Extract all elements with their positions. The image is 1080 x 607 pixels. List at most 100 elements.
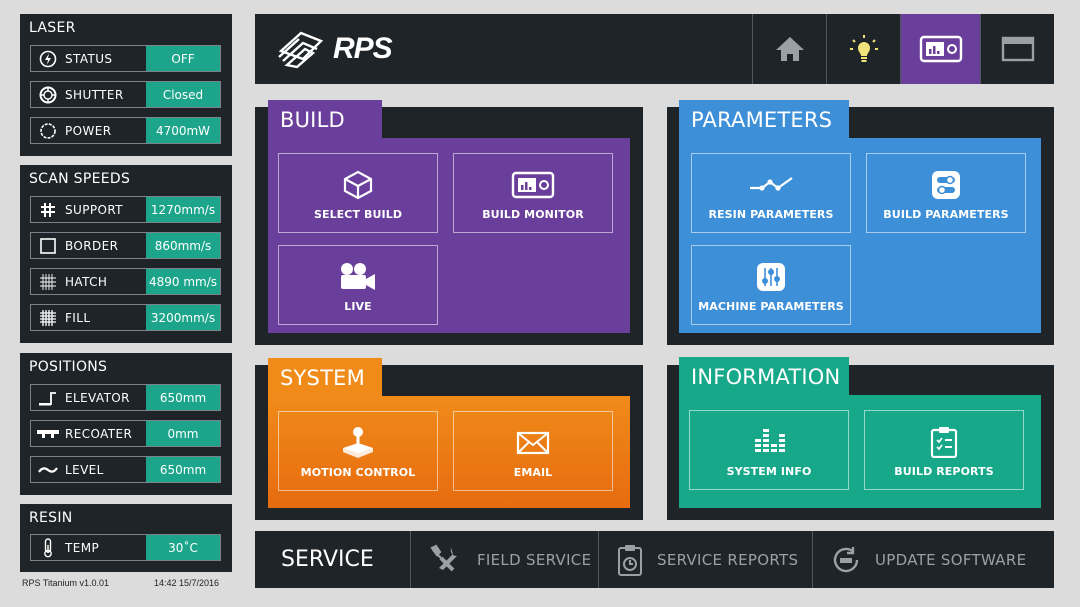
equalizer-icon	[753, 427, 785, 457]
live-tile[interactable]: LIVE	[278, 245, 438, 325]
build-monitor-icon	[919, 35, 962, 63]
sliders-icon	[755, 262, 787, 292]
information-card: INFORMATION SYSTEM INFO BUILD REPORTS	[667, 357, 1054, 520]
scan-speeds-panel: SCAN SPEEDS SUPPORT 1270mm/s BORDER 860m…	[20, 165, 232, 343]
information-card-title: INFORMATION	[679, 357, 849, 397]
update-software-button[interactable]: UPDATE SOFTWARE	[812, 531, 1054, 588]
laser-shutter-value: Closed	[146, 82, 220, 107]
field-service-label: FIELD SERVICE	[477, 550, 592, 569]
select-build-tile[interactable]: SELECT BUILD	[278, 153, 438, 233]
window-button[interactable]	[980, 14, 1054, 84]
build-card-body	[268, 138, 630, 333]
build-card: BUILD SELECT BUILD BUILD MONITOR LIVE	[255, 100, 643, 345]
clipboard-timer-icon	[617, 544, 643, 576]
joystick-icon	[340, 427, 376, 458]
clipboard-checklist-icon	[930, 427, 958, 458]
video-camera-icon	[338, 262, 378, 292]
laser-shutter-label: SHUTTER	[65, 87, 124, 102]
position-recoater-row[interactable]: RECOATER 0mm	[30, 420, 221, 447]
resin-parameters-label: RESIN PARAMETERS	[708, 208, 834, 221]
parameters-card: PARAMETERS RESIN PARAMETERS BUILD PARAME…	[667, 100, 1054, 345]
rps-logo: RPS	[277, 24, 393, 74]
laser-power-label: POWER	[65, 123, 112, 138]
position-elevator-label: ELEVATOR	[65, 390, 130, 405]
light-button[interactable]	[826, 14, 900, 84]
laser-shutter-row[interactable]: SHUTTER Closed	[30, 81, 221, 108]
resin-parameters-tile[interactable]: RESIN PARAMETERS	[691, 153, 851, 233]
scan-fill-label: FILL	[65, 310, 91, 325]
system-card: SYSTEM MOTION CONTROL EMAIL	[255, 358, 643, 520]
version-text: RPS Titanium v1.0.01	[22, 578, 110, 588]
top-bar: RPS	[255, 14, 1054, 84]
scan-hatch-value: 4890 mm/s	[146, 269, 220, 294]
datetime-text: 14:42 15/7/2016	[154, 578, 220, 588]
scan-support-label: SUPPORT	[65, 202, 123, 217]
scan-speeds-title: SCAN SPEEDS	[29, 171, 131, 187]
recoater-icon	[31, 420, 65, 447]
position-level-label: LEVEL	[65, 462, 104, 477]
laser-status-value: OFF	[146, 46, 220, 71]
build-monitor-nav-button[interactable]	[900, 14, 980, 84]
position-elevator-row[interactable]: ELEVATOR 650mm	[30, 384, 221, 411]
resin-title: RESIN	[29, 510, 73, 526]
laser-status-label: STATUS	[65, 51, 113, 66]
home-button[interactable]	[752, 14, 826, 84]
toggle-switches-icon	[930, 170, 962, 200]
refresh-update-icon	[831, 545, 861, 575]
cube-icon	[342, 170, 374, 200]
scan-support-row[interactable]: SUPPORT 1270mm/s	[30, 196, 221, 223]
build-monitor-label: BUILD MONITOR	[482, 208, 584, 221]
build-reports-label: BUILD REPORTS	[894, 465, 994, 478]
select-build-label: SELECT BUILD	[313, 208, 403, 221]
rps-logo-icon	[278, 31, 324, 69]
service-bar: SERVICE FIELD SERVICE SERVICE REPORTS UP…	[255, 531, 1054, 588]
position-recoater-value: 0mm	[146, 421, 220, 446]
positions-panel: POSITIONS ELEVATOR 650mm RECOATER 0mm LE…	[20, 353, 232, 495]
scan-hatch-row[interactable]: HATCH 4890 mm/s	[30, 268, 221, 295]
motion-control-label: MOTION CONTROL	[300, 466, 416, 479]
service-title: SERVICE	[281, 547, 374, 572]
resin-temp-row[interactable]: TEMP 30˚C	[30, 534, 221, 561]
scan-border-row[interactable]: BORDER 860mm/s	[30, 232, 221, 259]
build-parameters-tile[interactable]: BUILD PARAMETERS	[866, 153, 1026, 233]
elevator-icon	[31, 384, 65, 411]
field-service-button[interactable]: FIELD SERVICE	[410, 531, 598, 588]
laser-status-row[interactable]: STATUS OFF	[30, 45, 221, 72]
position-level-row[interactable]: LEVEL 650mm	[30, 456, 221, 483]
system-card-body	[268, 396, 630, 508]
system-info-label: SYSTEM INFO	[726, 465, 812, 478]
resin-panel: RESIN TEMP 30˚C	[20, 504, 232, 572]
motion-control-tile[interactable]: MOTION CONTROL	[278, 411, 438, 491]
fill-grid-icon	[31, 304, 65, 331]
line-graph-icon	[748, 170, 794, 200]
system-card-title: SYSTEM	[268, 358, 382, 398]
position-elevator-value: 650mm	[146, 385, 220, 410]
power-icon	[31, 117, 65, 144]
resin-temp-label: TEMP	[65, 540, 100, 555]
build-reports-tile[interactable]: BUILD REPORTS	[864, 410, 1024, 490]
border-square-icon	[31, 232, 65, 259]
email-tile[interactable]: EMAIL	[453, 411, 613, 491]
lightbulb-icon	[849, 35, 878, 62]
scan-fill-row[interactable]: FILL 3200mm/s	[30, 304, 221, 331]
build-card-title: BUILD	[268, 100, 382, 140]
laser-panel: LASER STATUS OFF SHUTTER Closed POWER 47…	[20, 14, 232, 156]
scan-border-label: BORDER	[65, 238, 119, 253]
build-monitor-tile[interactable]: BUILD MONITOR	[453, 153, 613, 233]
logo-text: RPS	[333, 32, 393, 65]
laser-power-row[interactable]: POWER 4700mW	[30, 117, 221, 144]
position-level-value: 650mm	[146, 457, 220, 482]
service-reports-button[interactable]: SERVICE REPORTS	[598, 531, 812, 588]
system-info-tile[interactable]: SYSTEM INFO	[689, 410, 849, 490]
level-wave-icon	[31, 456, 65, 483]
machine-parameters-tile[interactable]: MACHINE PARAMETERS	[691, 245, 851, 325]
thermometer-icon	[31, 534, 65, 561]
shutter-icon	[31, 81, 65, 108]
build-parameters-label: BUILD PARAMETERS	[883, 208, 1009, 221]
position-recoater-label: RECOATER	[65, 426, 133, 441]
parameters-card-title: PARAMETERS	[679, 100, 849, 140]
hatch-grid-icon	[31, 268, 65, 295]
scan-border-value: 860mm/s	[146, 233, 220, 258]
positions-title: POSITIONS	[29, 359, 108, 375]
window-icon	[1001, 36, 1034, 62]
